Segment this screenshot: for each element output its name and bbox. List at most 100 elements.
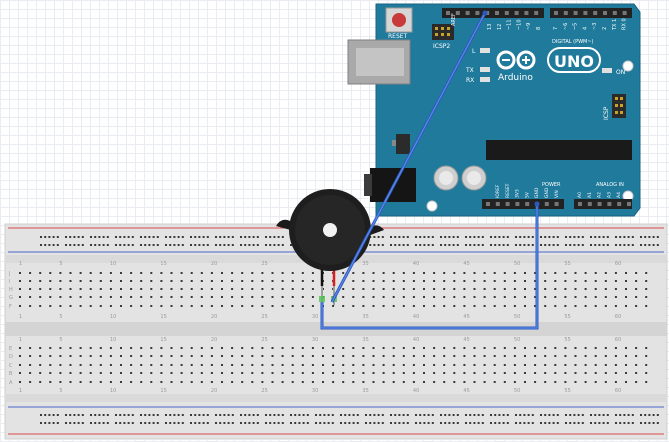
terminal-hole (89, 364, 92, 366)
terminal-hole (574, 305, 577, 307)
terminal-hole (635, 372, 638, 374)
terminal-hole (291, 272, 294, 274)
row-letter: H (9, 287, 13, 293)
terminal-hole (130, 355, 133, 357)
analog-pin-label: A2 (597, 192, 603, 198)
terminal-hole (463, 280, 466, 282)
rail-hole (498, 244, 501, 246)
rail-hole (273, 414, 276, 416)
rail-hole (469, 422, 472, 424)
rail-hole (469, 236, 472, 238)
rail-hole (444, 414, 447, 416)
rail-hole (165, 414, 167, 416)
rail-hole (494, 236, 497, 238)
digital-pin-label: ~5 (573, 23, 579, 30)
rail-hole (390, 244, 392, 246)
terminal-hole (503, 364, 506, 366)
terminal-hole (210, 381, 213, 383)
rail-hole (569, 236, 572, 238)
terminal-hole (160, 288, 163, 290)
rail-hole (573, 244, 576, 246)
terminal-hole (59, 288, 62, 290)
terminal-hole (513, 296, 516, 298)
terminal-hole (79, 296, 82, 298)
terminal-hole (423, 272, 425, 274)
terminal-hole (39, 372, 42, 374)
terminal-hole (423, 381, 425, 383)
terminal-hole (99, 296, 102, 298)
rail-hole (469, 414, 472, 416)
terminal-hole (584, 288, 587, 290)
terminal-hole (251, 355, 254, 357)
rail-hole (540, 422, 542, 424)
rail-hole (502, 244, 505, 246)
digital-pin-label: 8 (536, 27, 542, 30)
header-pin (612, 11, 617, 15)
terminal-hole (433, 288, 436, 290)
terminal-hole (231, 288, 234, 290)
terminal-hole (221, 381, 223, 383)
terminal-hole (342, 381, 345, 383)
terminal-hole (544, 272, 547, 274)
column-number: 45 (463, 388, 469, 394)
rail-hole (327, 414, 330, 416)
rail-hole (177, 244, 180, 246)
reset-button[interactable] (392, 13, 406, 27)
rail-hole (327, 422, 330, 424)
terminal-hole (180, 296, 183, 298)
rail-hole (302, 422, 305, 424)
terminal-hole (301, 296, 304, 298)
terminal-hole (221, 288, 223, 290)
rail-hole (569, 244, 572, 246)
terminal-hole (261, 372, 264, 374)
terminal-hole (513, 272, 516, 274)
terminal-hole (554, 355, 557, 357)
column-number: 35 (362, 261, 368, 267)
rail-hole (598, 422, 601, 424)
terminal-hole (59, 280, 62, 282)
terminal-hole (150, 272, 153, 274)
terminal-hole (271, 272, 274, 274)
rail-hole (381, 236, 384, 238)
terminal-hole (453, 364, 456, 366)
bottom-pin-holes (486, 202, 631, 206)
rail-hole (202, 414, 205, 416)
rail-hole (419, 422, 422, 424)
terminal-hole (69, 288, 72, 290)
terminal-hole (554, 305, 557, 307)
rail-hole (73, 422, 76, 424)
rail-hole (565, 236, 567, 238)
power-pin-label: GND (544, 187, 550, 198)
terminal-hole (190, 296, 193, 298)
power-pin-label: 5V (524, 191, 530, 198)
rail-hole (140, 422, 142, 424)
terminal-hole (109, 272, 112, 274)
rail-hole (344, 414, 347, 416)
rail-hole (40, 414, 42, 416)
rail-hole (265, 244, 267, 246)
terminal-hole (79, 288, 82, 290)
terminal-hole (584, 355, 587, 357)
rail-hole (452, 414, 455, 416)
row-letter: B (9, 371, 13, 377)
wires (320, 10, 540, 330)
power-pin-label: 3V3 (515, 189, 521, 198)
rail-hole (452, 422, 455, 424)
column-number: 55 (564, 337, 570, 343)
rail-hole (269, 236, 272, 238)
rail-hole (331, 414, 334, 416)
rail-hole (294, 414, 297, 416)
terminal-hole (109, 347, 112, 349)
piezo-buzzer[interactable] (276, 189, 384, 271)
rail-hole (277, 422, 280, 424)
rail-hole (448, 422, 451, 424)
rail-hole (440, 422, 442, 424)
rail-hole (556, 236, 559, 238)
terminal-hole (79, 305, 82, 307)
column-number: 50 (514, 314, 520, 320)
terminal-hole (89, 372, 92, 374)
terminal-hole (231, 280, 234, 282)
terminal-hole (554, 296, 557, 298)
